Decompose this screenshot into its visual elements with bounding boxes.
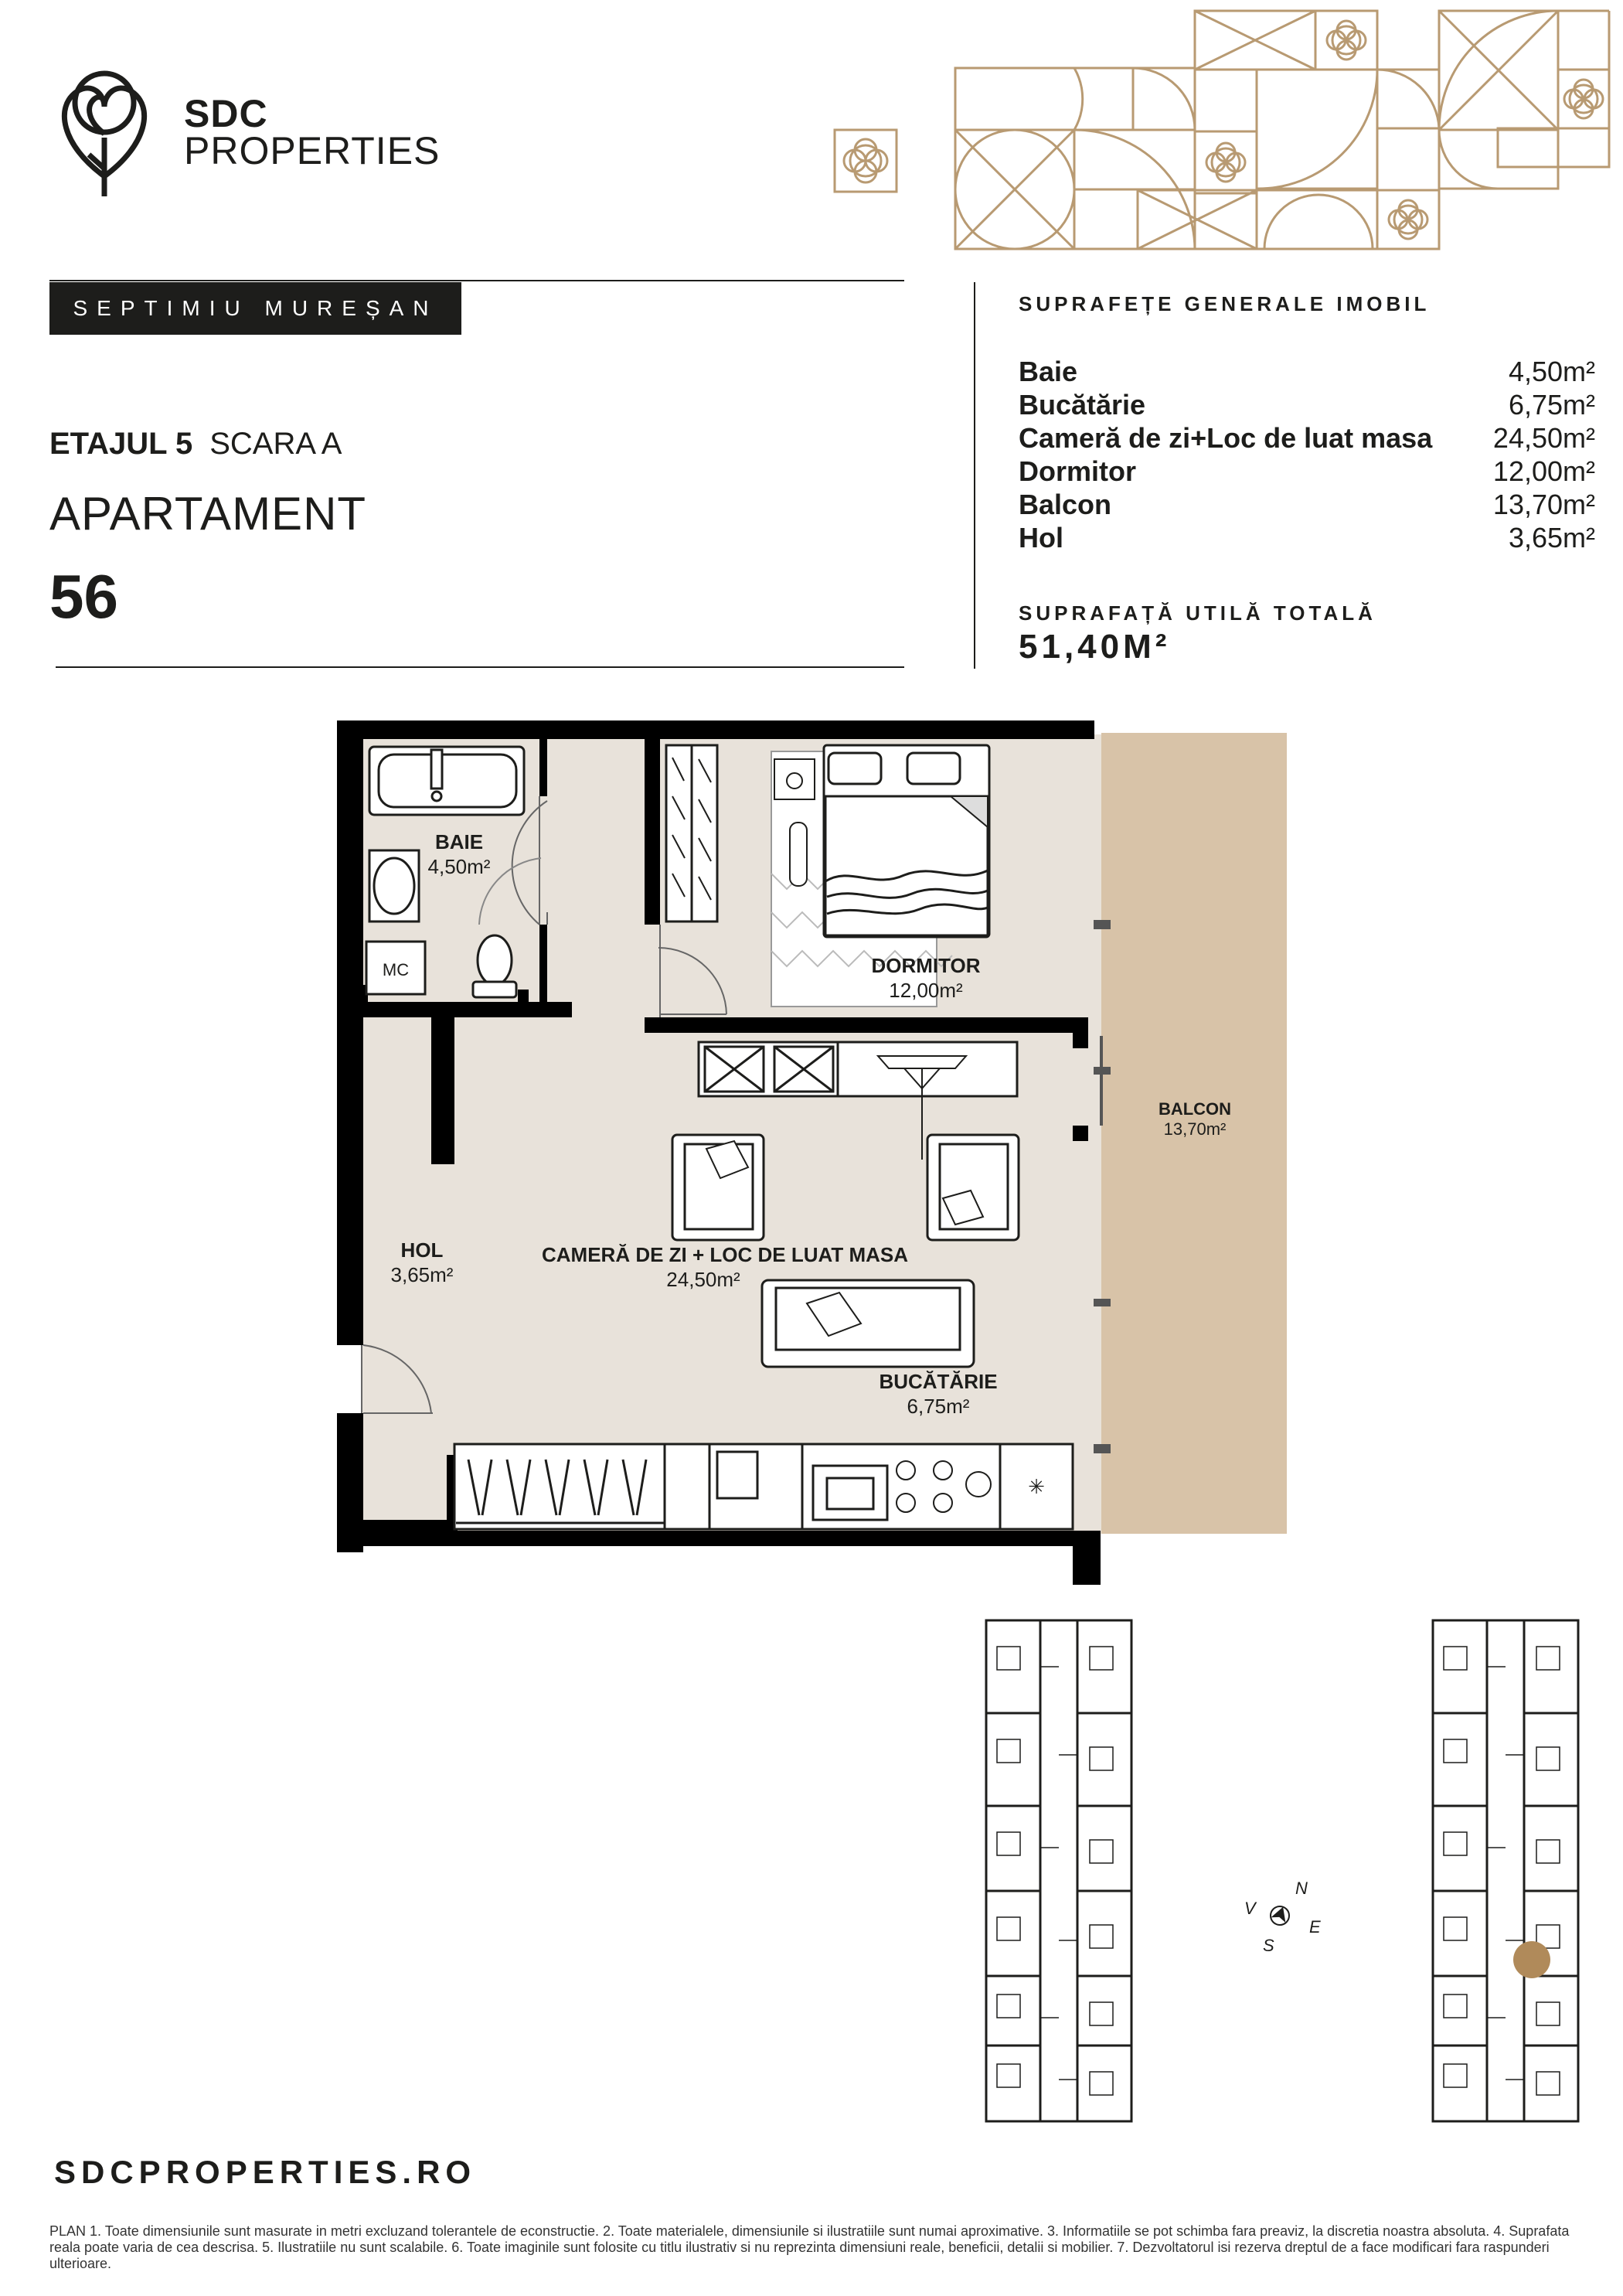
area-value-camera: 24,50m²: [1492, 422, 1595, 454]
areas-title: SUPRAFEȚE GENERALE IMOBIL: [1019, 292, 1431, 315]
area-value-balcon: 13,70m²: [1492, 489, 1595, 520]
area-value-bucatarie: 6,75m²: [1508, 389, 1595, 421]
total-value: 51,40M²: [1019, 628, 1171, 666]
baie-label: BAIE: [435, 830, 483, 853]
area-name-bucatarie: Bucătărie: [1019, 389, 1146, 421]
project-tag: SEPTIMIU MUREȘAN: [49, 282, 461, 335]
decorative-pattern: [833, 9, 1611, 250]
balcon-area: 13,70m²: [1164, 1119, 1227, 1139]
bucatarie-label: BUCĂTĂRIE: [879, 1370, 997, 1393]
compass-n: N: [1295, 1879, 1308, 1898]
area-name-hol: Hol: [1019, 522, 1063, 554]
compass-s: S: [1263, 1936, 1274, 1955]
website-link[interactable]: SDCPROPERTIES.RO: [54, 2154, 477, 2190]
dormitor-area: 12,00m²: [889, 979, 963, 1002]
area-name-dormitor: Dormitor: [1019, 455, 1136, 487]
apartment-label: APARTAMENT: [49, 488, 367, 540]
camera-label: CAMERĂ DE ZI + LOC DE LUAT MASA: [542, 1243, 908, 1266]
brand-name-bold: SDC: [184, 92, 268, 135]
building-plan-left: [985, 1619, 1133, 2123]
area-name-camera: Cameră de zi+Loc de luat masa: [1019, 422, 1433, 454]
floor-stair: SCARA A: [209, 427, 342, 461]
building-plan-right: [1431, 1619, 1580, 2123]
top-rule: [49, 280, 904, 281]
header-divider: [974, 282, 975, 669]
apartment-location-marker: [1513, 1941, 1550, 1978]
balcony-area: [1101, 733, 1287, 1534]
bottom-rule: [56, 666, 904, 668]
camera-area: 24,50m²: [666, 1268, 740, 1291]
apartment-number: 56: [49, 562, 118, 631]
floor-level: ETAJUL 5: [49, 427, 193, 461]
area-value-dormitor: 12,00m²: [1492, 455, 1595, 487]
floor-plan: MC: [332, 720, 1306, 1585]
dormitor-label: DORMITOR: [871, 954, 980, 977]
brand-logo-icon: [61, 70, 148, 196]
baie-area: 4,50m²: [428, 855, 491, 878]
brand-name-regular: PROPERTIES: [184, 129, 441, 172]
svg-text:✳: ✳: [1028, 1475, 1045, 1498]
total-title: SUPRAFAȚĂ UTILĂ TOTALĂ: [1019, 601, 1376, 625]
area-name-baie: Baie: [1019, 356, 1078, 387]
area-value-baie: 4,50m²: [1508, 356, 1595, 387]
compass-icon: N E S V: [1244, 1879, 1321, 1955]
floor-info: ETAJUL 5 SCARA A: [49, 427, 342, 462]
compass-e: E: [1309, 1917, 1321, 1937]
hol-label: HOL: [401, 1238, 444, 1262]
area-name-balcon: Balcon: [1019, 489, 1112, 520]
hol-area: 3,65m²: [391, 1263, 454, 1286]
bucatarie-area: 6,75m²: [907, 1395, 970, 1418]
area-value-hol: 3,65m²: [1508, 522, 1595, 554]
disclaimer: PLAN 1. Toate dimensiunile sunt masurate…: [49, 2223, 1570, 2271]
mc-label: MC: [383, 960, 409, 979]
compass-v: V: [1244, 1899, 1257, 1918]
balcon-label: BALCON: [1159, 1099, 1231, 1119]
